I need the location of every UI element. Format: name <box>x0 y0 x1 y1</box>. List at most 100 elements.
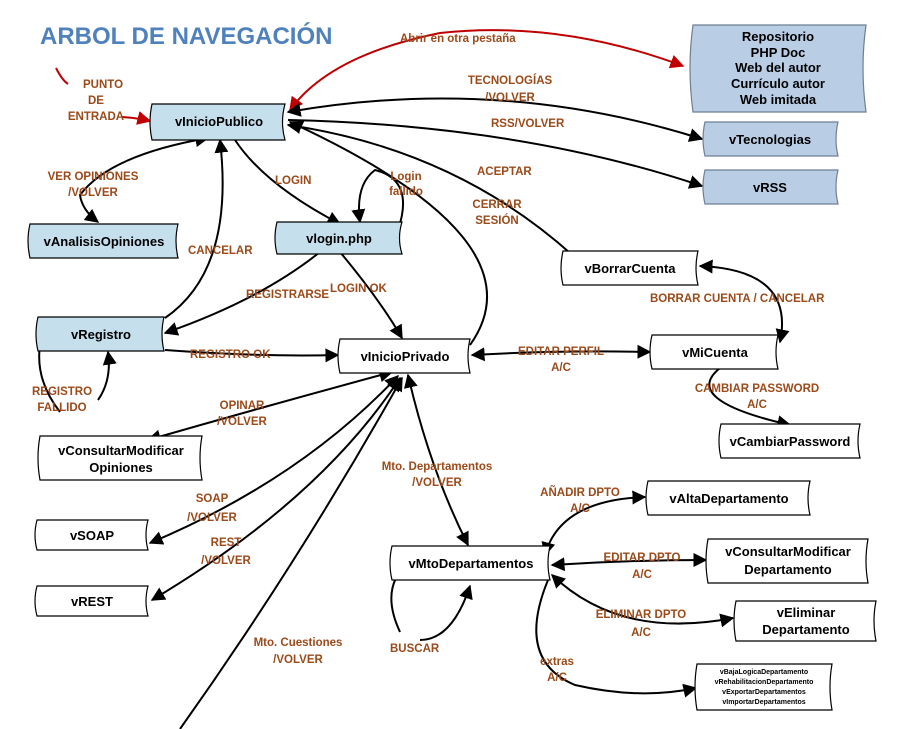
label-mto-cuestiones-1: Mto. Cuestiones <box>254 637 343 649</box>
label-login-ok: LOGIN OK <box>330 283 388 295</box>
label-vconsultar-opiniones-1: vConsultarModificar <box>58 443 184 458</box>
label-anadir-dpto-1: AÑADIR DPTO <box>540 486 620 499</box>
label-vconsultar-dpto-2: Departamento <box>744 562 831 577</box>
label-mto-departamentos-1: Mto. Departamentos <box>382 461 493 473</box>
label-cerrar-sesion-2: SESIÓN <box>475 214 518 227</box>
label-veliminar-1: vEliminar <box>777 605 836 620</box>
label-borrar-cuenta: BORRAR CUENTA / CANCELAR <box>650 293 825 305</box>
entry-mark <box>55 67 69 85</box>
label-veliminar-2: Departamento <box>762 622 849 637</box>
edge-labels: Abrir en otra pestaña PUNTO DE ENTRADA T… <box>32 33 825 684</box>
ext-web-imitada[interactable]: Web imitada <box>740 92 817 107</box>
arrow-borrar-cuenta <box>698 259 790 344</box>
label-abrir-pestana: Abrir en otra pestaña <box>400 33 516 45</box>
arrow-mto-departamentos <box>404 373 469 547</box>
label-vconsultar-dpto-1: vConsultarModificar <box>725 544 851 559</box>
label-eliminar-dpto-1: ELIMINAR DPTO <box>596 609 687 621</box>
node-vmi-cuenta[interactable]: vMiCuenta <box>649 334 779 370</box>
label-vimportar: vImportarDepartamentos <box>722 699 805 706</box>
node-recursos-externos[interactable]: Repositorio PHP Doc Web del autor Curríc… <box>689 24 867 113</box>
label-vconsultar-opiniones-2: Opiniones <box>89 460 153 475</box>
label-cambiar-password-2: A/C <box>747 399 767 411</box>
label-punto-entrada-1: PUNTO <box>83 79 123 91</box>
label-vrehabilitacion: vRehabilitacionDepartamento <box>715 679 814 686</box>
label-vexportar: vExportarDepartamentos <box>722 689 806 696</box>
ext-web-autor[interactable]: Web del autor <box>735 60 821 75</box>
node-vborrar-cuenta[interactable]: vBorrarCuenta <box>560 250 699 286</box>
label-registro-fallido-2: FALLIDO <box>37 402 86 414</box>
label-vinicio-privado: vInicioPrivado <box>361 349 450 364</box>
label-extras-1: extras <box>540 656 574 668</box>
label-vrss: vRSS <box>753 180 787 195</box>
label-buscar: BUSCAR <box>390 643 440 655</box>
node-vconsultar-modificar-opiniones[interactable]: vConsultarModificar Opiniones <box>37 435 203 481</box>
arrow-entry <box>121 111 152 125</box>
arrow-eliminar-dpto <box>550 574 735 628</box>
node-vsoap[interactable]: vSOAP <box>34 519 149 551</box>
label-punto-entrada-2: DE <box>88 95 104 107</box>
arrow-login <box>234 139 342 225</box>
node-vmto-departamentos[interactable]: vMtoDepartamentos <box>389 545 551 581</box>
label-vrest: vREST <box>71 594 113 609</box>
label-vtecnologias: vTecnologias <box>729 132 811 147</box>
arrow-editar-perfil <box>470 344 652 362</box>
node-vcambiar-password[interactable]: vCambiarPassword <box>718 423 861 459</box>
node-vrest[interactable]: vREST <box>34 585 149 617</box>
node-valta-departamento[interactable]: vAltaDepartamento <box>645 480 811 516</box>
label-rest-1: REST <box>211 537 242 549</box>
arrow-rest <box>150 376 401 601</box>
node-vinicio-publico[interactable]: vInicioPublico <box>149 103 286 141</box>
label-vlogin: vlogin.php <box>306 231 372 246</box>
label-cancelar: CANCELAR <box>188 245 253 257</box>
node-vextras[interactable]: vBajaLogicaDepartamento vRehabilitacionD… <box>694 663 833 711</box>
node-vinicio-privado[interactable]: vInicioPrivado <box>337 338 471 374</box>
arrow-cerrar-sesion <box>288 120 488 346</box>
label-editar-perfil-1: EDITAR PERFIL <box>518 346 604 358</box>
label-opinar-2: /VOLVER <box>217 416 267 428</box>
label-vborrar-cuenta: vBorrarCuenta <box>584 261 676 276</box>
label-cambiar-password-1: CAMBIAR PASSWORD <box>695 383 819 395</box>
label-ver-opiniones-1: VER OPINIONES <box>48 171 139 183</box>
node-vrss[interactable]: vRSS <box>702 169 839 205</box>
arrow-registro-ok <box>164 348 340 363</box>
label-rest-2: /VOLVER <box>201 555 251 567</box>
edges <box>38 29 792 729</box>
node-veliminar-departamento[interactable]: vEliminar Departamento <box>733 600 877 642</box>
ext-php-doc[interactable]: PHP Doc <box>751 45 806 60</box>
node-vregistro[interactable]: vRegistro <box>35 316 165 352</box>
node-vconsultar-modificar-departamento[interactable]: vConsultarModificar Departamento <box>705 538 869 584</box>
node-vlogin[interactable]: vlogin.php <box>274 221 403 255</box>
arrow-rss <box>287 119 704 189</box>
label-login-fallido-1: Login <box>390 171 421 183</box>
arrow-login-fallido <box>351 168 405 231</box>
arrow-extras <box>535 579 698 698</box>
label-vmi-cuenta: vMiCuenta <box>682 345 749 360</box>
arrow-aceptar <box>286 119 581 263</box>
label-punto-entrada-3: ENTRADA <box>68 111 124 123</box>
label-editar-dpto-1: EDITAR DPTO <box>604 552 681 564</box>
label-tecnologias-2: /VOLVER <box>485 92 535 104</box>
label-eliminar-dpto-2: A/C <box>631 627 651 639</box>
label-login: LOGIN <box>275 175 311 187</box>
ext-repositorio[interactable]: Repositorio <box>742 29 814 44</box>
node-vanalisis-opiniones[interactable]: vAnalisisOpiniones <box>27 223 179 259</box>
label-vmto-departamentos: vMtoDepartamentos <box>409 556 534 571</box>
node-vtecnologias[interactable]: vTecnologias <box>702 121 839 157</box>
label-aceptar: ACEPTAR <box>477 166 532 178</box>
label-editar-dpto-2: A/C <box>632 569 652 581</box>
label-extras-2: A/C <box>547 672 567 684</box>
arrow-cancelar <box>164 138 229 319</box>
label-registro-ok: REGISTRO OK <box>190 349 271 361</box>
arrow-mto-cuestiones <box>179 376 403 729</box>
label-soap-2: /VOLVER <box>187 512 237 524</box>
label-rss-volver: RSS/VOLVER <box>491 118 565 130</box>
label-tecnologias-1: TECNOLOGÍAS <box>468 74 553 87</box>
label-mto-cuestiones-2: /VOLVER <box>273 654 323 666</box>
label-cerrar-sesion-1: CERRAR <box>472 199 522 211</box>
label-anadir-dpto-2: A/C <box>570 503 590 515</box>
label-opinar-1: OPINAR <box>220 400 265 412</box>
arrow-login-ok <box>339 251 403 340</box>
label-editar-perfil-2: A/C <box>551 362 571 374</box>
ext-curriculo[interactable]: Currículo autor <box>731 76 825 91</box>
